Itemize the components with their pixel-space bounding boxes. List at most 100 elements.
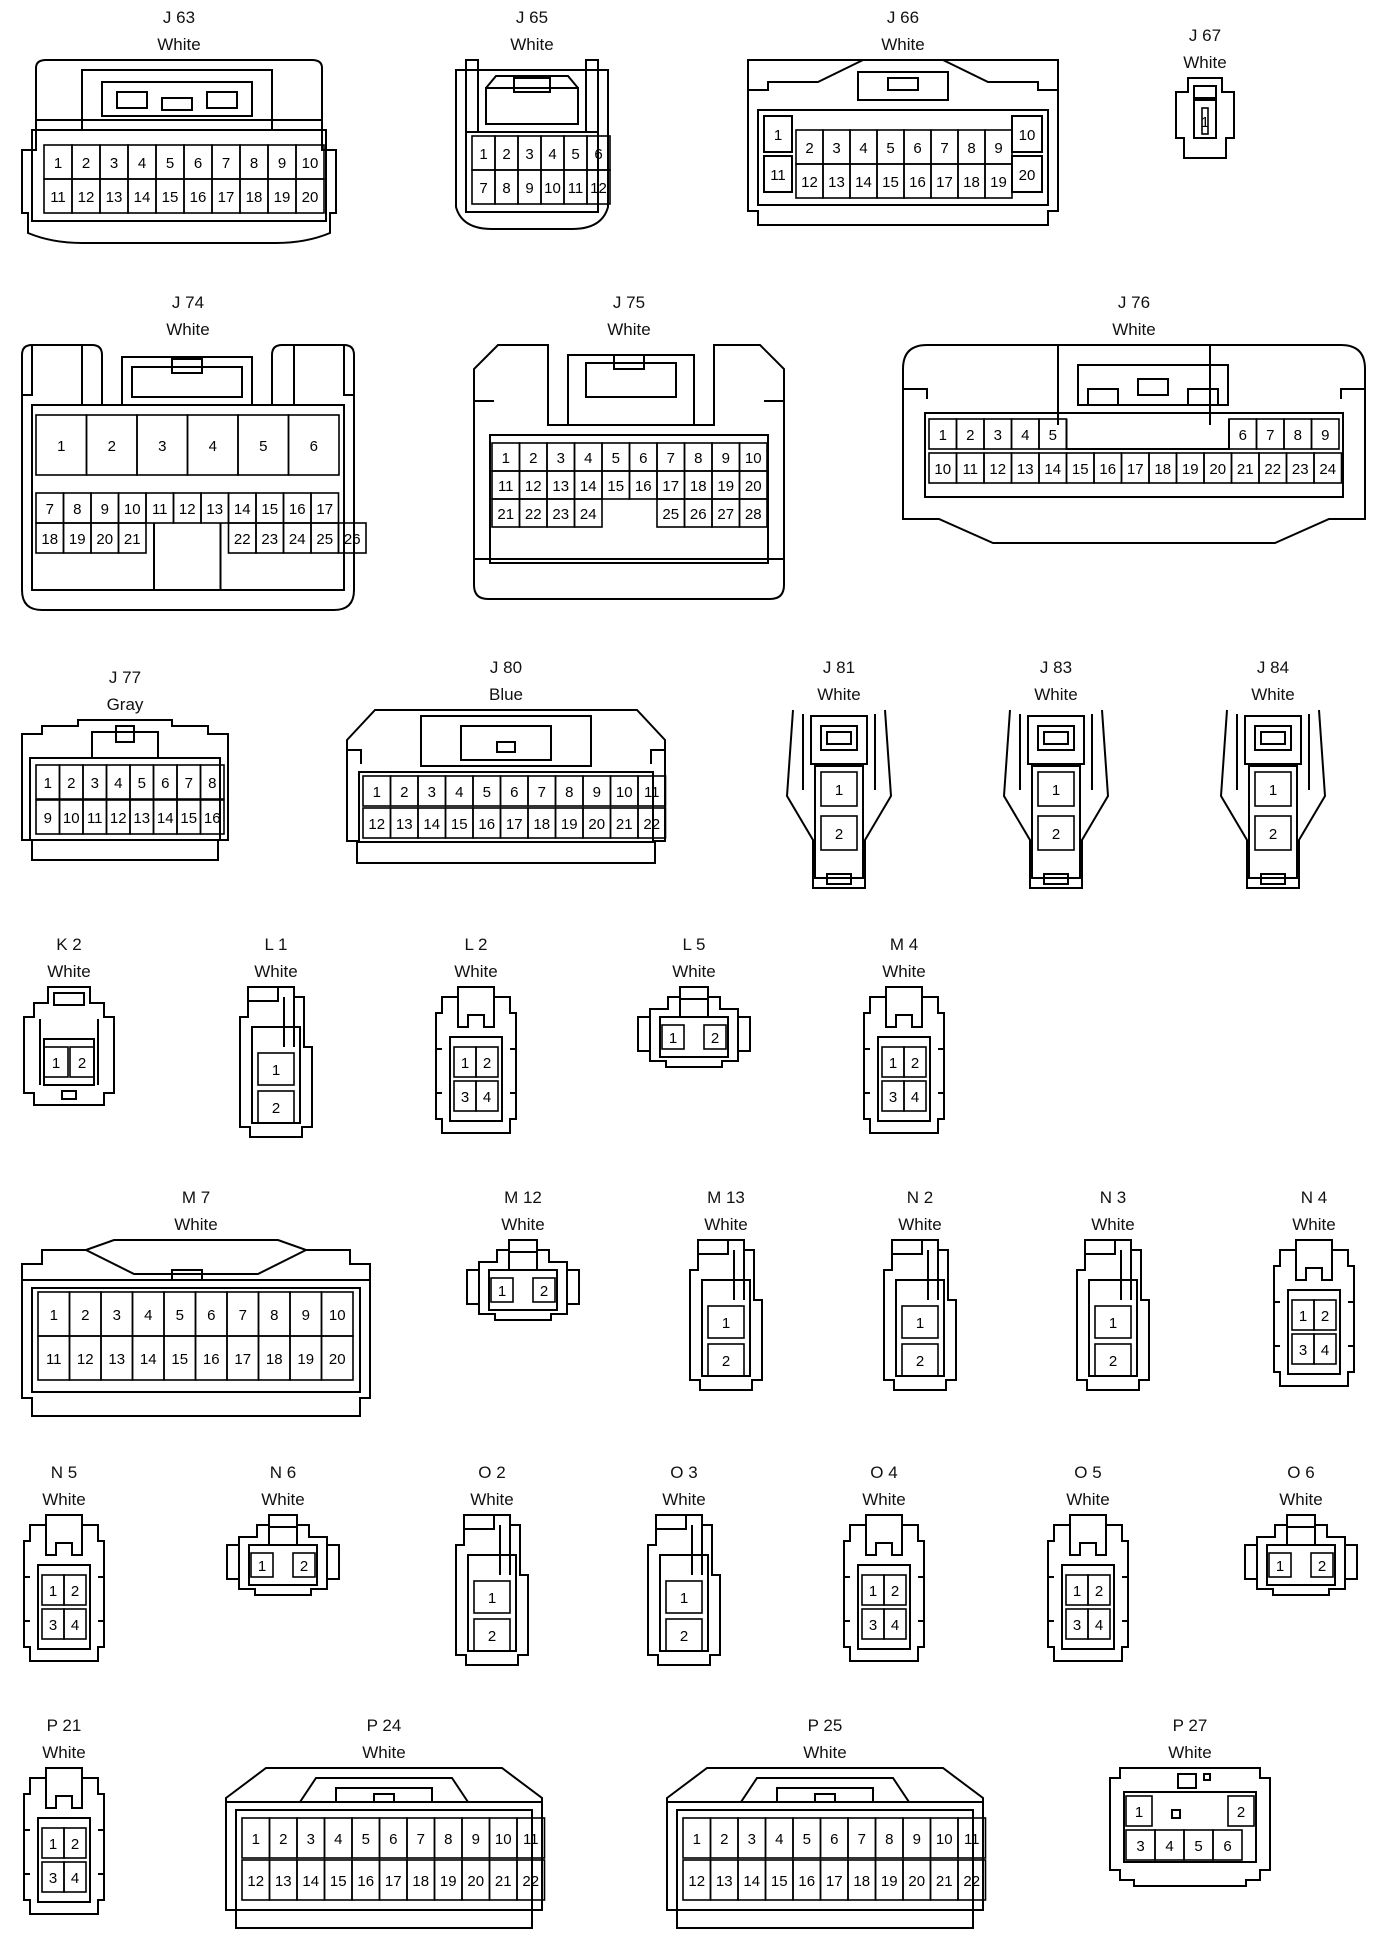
pin-number: 19 — [990, 174, 1007, 191]
housing-outline — [239, 986, 313, 1138]
pin-number: 18 — [533, 816, 550, 833]
housing-outline — [757, 109, 1049, 206]
pin-number: 6 — [310, 438, 318, 455]
pin-number: 22 — [234, 531, 251, 548]
pin-number: 21 — [936, 1873, 953, 1890]
pin-number: 7 — [479, 180, 487, 197]
pin-number: 1 — [1276, 1558, 1284, 1575]
housing-outline — [115, 725, 135, 743]
housing-outline — [1244, 1514, 1358, 1596]
pin-number: 9 — [278, 155, 286, 172]
housing-outline — [1287, 1289, 1341, 1375]
pin-cell — [957, 1859, 987, 1901]
connector-color: White — [454, 962, 498, 981]
pin-number: 13 — [106, 189, 123, 206]
pin-number: 1 — [373, 784, 381, 801]
connector-color: White — [1168, 1743, 1212, 1762]
connector-color: White — [1251, 685, 1295, 704]
pin-number: 16 — [798, 1873, 815, 1890]
pin-cell — [1087, 1608, 1111, 1640]
pin-number: 1 — [1073, 1583, 1081, 1600]
pin-number: 2 — [502, 146, 510, 163]
pin-number: 9 — [472, 1831, 480, 1848]
housing-outline — [39, 1019, 99, 1085]
connector-id: L 5 — [682, 935, 706, 954]
connector-color: White — [881, 35, 925, 54]
pin-number: 20 — [1019, 167, 1036, 184]
pin-number: 1 — [1109, 1315, 1117, 1332]
pin-number: 26 — [690, 506, 707, 523]
housing-outline — [23, 1514, 105, 1662]
pin-number: 2 — [916, 1353, 924, 1370]
connector-drawing: 12 — [1076, 1239, 1150, 1391]
housing-outline — [346, 709, 666, 864]
pin-number: 10 — [544, 180, 561, 197]
pin-number: 13 — [108, 1351, 125, 1368]
pin-number: 3 — [428, 784, 436, 801]
housing-outline — [1002, 709, 1110, 889]
pin-number: 1 — [52, 1055, 60, 1072]
connector-id: P 27 — [1172, 1716, 1208, 1735]
pin-number: 14 — [1044, 461, 1061, 478]
pin-cell — [117, 522, 147, 554]
housing-outline — [1123, 1791, 1257, 1863]
connector-color: White — [42, 1743, 86, 1762]
pin-number: 4 — [71, 1617, 79, 1634]
pin-number: 13 — [552, 478, 569, 495]
housing-outline — [902, 344, 1366, 544]
pin-number: 17 — [936, 174, 953, 191]
housing-outline — [460, 725, 552, 761]
pin-number: 24 — [580, 506, 597, 523]
pin-number: 1 — [54, 155, 62, 172]
housing-outline — [161, 97, 193, 111]
pin-number: 2 — [835, 826, 843, 843]
housing-outline — [585, 362, 677, 398]
housing-outline — [1087, 388, 1219, 405]
pin-number: 15 — [607, 478, 624, 495]
housing-outline — [21, 344, 355, 611]
housing-outline — [863, 986, 945, 1134]
housing-outline — [649, 1017, 739, 1051]
pin-number: 12 — [801, 174, 818, 191]
housing-outline — [238, 1545, 328, 1579]
pin-number: 3 — [49, 1870, 57, 1887]
housing-outline — [463, 1514, 495, 1530]
pin-number: 3 — [557, 450, 565, 467]
pin-number: 2 — [272, 1100, 280, 1117]
pin-number: 7 — [46, 501, 54, 518]
pin-number: 1 — [49, 1836, 57, 1853]
pin-number: 12 — [179, 501, 196, 518]
pin-cell — [1094, 1305, 1132, 1339]
pin-cell — [473, 1580, 511, 1614]
pin-number: 1 — [693, 1831, 701, 1848]
connector-id: J 74 — [171, 293, 205, 312]
housing-outline — [1076, 1239, 1150, 1391]
pin-number: 6 — [207, 1307, 215, 1324]
pin-number: 18 — [853, 1873, 870, 1890]
pin-number: 12 — [688, 1873, 705, 1890]
pin-number: 2 — [71, 1583, 79, 1600]
pin-number: 18 — [1154, 461, 1171, 478]
connector-color: White — [817, 685, 861, 704]
pin-number: 10 — [495, 1831, 512, 1848]
housing-outline — [478, 1270, 568, 1304]
pin-number: 9 — [525, 180, 533, 197]
pin-cell — [1201, 107, 1209, 135]
pin-number: 5 — [176, 1307, 184, 1324]
pin-number: 22 — [963, 1873, 980, 1890]
pin-number: 2 — [1321, 1308, 1329, 1325]
pin-number: 21 — [1237, 461, 1254, 478]
pin-number: 10 — [745, 450, 762, 467]
housing-outline — [1077, 364, 1229, 406]
pin-number: 2 — [108, 438, 116, 455]
pin-number: 20 — [1209, 461, 1226, 478]
